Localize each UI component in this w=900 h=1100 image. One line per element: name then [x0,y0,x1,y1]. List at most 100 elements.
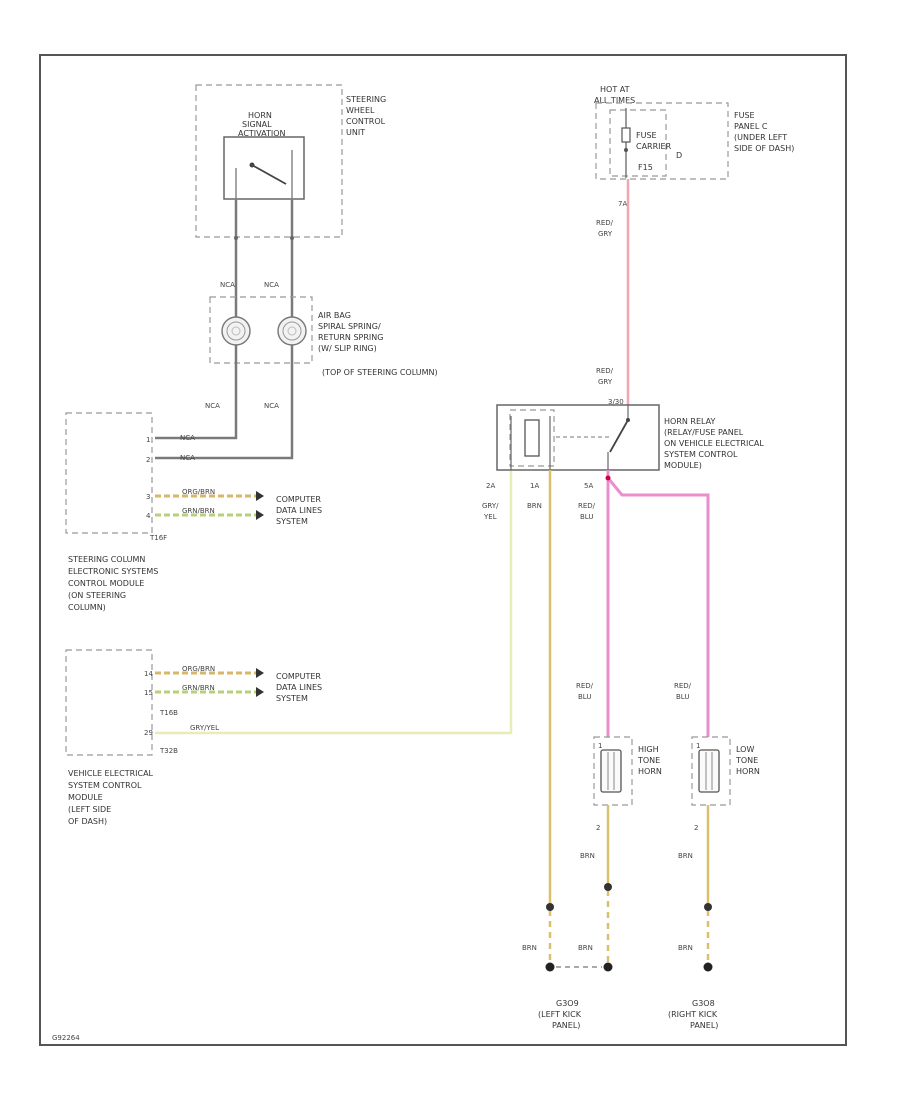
horn-switch-icon [235,150,293,200]
connector-dot [704,903,712,911]
wire-label-brn: BRN [522,944,537,952]
hot-at-all-times-label: ALL TIMES [594,96,635,105]
pin-label: 2 [596,824,600,832]
high-tone-horn-label: HIGH [638,745,659,754]
airbag-spiral-label-5: (TOP OF STEERING COLUMN) [322,368,438,377]
low-tone-horn-label: HORN [736,767,760,776]
vehicle-electrical-module-label: MODULE [68,793,103,802]
airbag-spiral-spring-box [209,296,313,364]
steering-column-module-label: COLUMN) [68,603,106,612]
vehicle-electrical-module-label: (LEFT SIDE [68,805,111,814]
wire-label-gry-yel: GRY/ [482,502,499,510]
horn-signal-label-2: SIGNAL [242,120,272,129]
wire-label-org-brn: ORG/BRN [182,665,215,673]
pin-label: 29 [144,729,153,737]
connector-label: T16B [159,709,178,717]
horn-icon [698,749,720,793]
computer-data-lines-label-1: DATA LINES [276,506,322,515]
wire-label-red-blu: BLU [676,693,689,701]
diagram-frame [39,54,847,1046]
ground-left-label: G3O9 [556,999,579,1008]
airbag-spiral-label-3: RETURN SPRING [318,333,383,342]
steering-wheel-unit-label-1: STEERING [346,95,386,104]
vehicle-electrical-module-label: OF DASH) [68,817,107,826]
steering-wheel-unit-label-3: CONTROL [346,117,386,126]
wire-label-nca: NCA [264,281,279,289]
wire-label-nca: NCA [180,434,195,442]
ground-point-icon [603,962,613,972]
wire-label-grn-brn: GRN/BRN [182,684,215,692]
wire-label-grn-brn: GRN/BRN [182,507,215,515]
wire-label-brn: BRN [580,852,595,860]
airbag-spiral-label-2: SPIRAL SPRING/ [318,322,381,331]
pin-label: 5A [584,482,593,490]
vehicle-electrical-module-box [65,649,153,756]
computer-data-lines-label-2: SYSTEM [276,694,308,703]
connector-dot [546,903,554,911]
steering-column-module-label: CONTROL MODULE [68,579,144,588]
pin-label: 2 [694,824,698,832]
high-tone-horn-label: HORN [638,767,662,776]
steering-column-module-label: STEERING COLUMN [68,555,145,564]
connector-pin-dot [234,236,238,240]
ground-right-label: G3O8 [692,999,715,1008]
connector-pin-dot [290,236,294,240]
horn-relay-label: MODULE) [664,461,702,470]
pin-label: 1 [146,436,150,444]
arrow-icon [256,668,264,678]
low-tone-horn-label: LOW [736,745,754,754]
horn-signal-switch-box [223,136,305,200]
ground-point-icon [703,962,713,972]
connector-dot [604,883,612,891]
pin-label: 2 [146,456,150,464]
horn-relay-label: SYSTEM CONTROL [664,450,738,459]
pin-label: 1 [598,742,602,750]
low-tone-horn-label: TONE [735,756,758,765]
wire-label-brn: BRN [678,852,693,860]
steering-column-module-label: ELECTRONIC SYSTEMS [68,567,158,576]
wire-label-gry-yel: GRY/YEL [190,724,219,732]
wire-label-red-blu: RED/ [674,682,692,690]
horn-signal-label-3: ACTIVATION [238,129,286,138]
wire-label-red-gry: RED/ [596,367,614,375]
steering-column-module-label: (ON STEERING [68,591,126,600]
horn-relay-label: HORN RELAY [664,417,716,426]
wire-grey-yellow [155,470,513,735]
steering-wheel-unit-label-2: WHEEL [346,106,375,115]
low-tone-horn-box [691,736,731,806]
airbag-spiral-label-1: AIR BAG [318,311,351,320]
diagram-code-label: G92264 [52,1034,80,1042]
horn-relay-label: (RELAY/FUSE PANEL [664,428,744,437]
arrow-icon [256,687,264,697]
arrow-icon [256,510,264,520]
splice-dot [605,475,611,481]
computer-data-lines-label-1: COMPUTER [276,495,321,504]
spiral-spring-left-icon [221,316,251,346]
wire-label-brn: BRN [678,944,693,952]
ground-left-label: (LEFT KICK [538,1010,582,1019]
computer-data-lines-label-1: SYSTEM [276,517,308,526]
wire-label-red-blu: RED/ [576,682,594,690]
steering-wheel-unit-label-4: UNIT [346,128,365,137]
wire-red-blue-low [606,477,710,737]
high-tone-horn-box [593,736,633,806]
fuse-panel-c-label: SIDE OF DASH) [734,144,794,153]
vehicle-electrical-module-label: VEHICLE ELECTRICAL [68,769,154,778]
ground-right-label: (RIGHT KICK [668,1010,718,1019]
arrow-icon [256,491,264,501]
connector-label: T16F [149,534,167,542]
fuse-carrier-box [609,109,667,177]
spiral-spring-right-icon [277,316,307,346]
wire-label-red-gry: RED/ [596,219,614,227]
wire-label-red-blu: BLU [580,513,593,521]
fuse-id-label: F15 [638,163,653,172]
wire-label-org-brn: ORG/BRN [182,488,215,496]
pin-label: 1A [530,482,539,490]
pin-label: 15 [144,689,153,697]
wire-label-nca: NCA [205,402,220,410]
ground-point-icon [545,962,555,972]
vehicle-electrical-module-label: SYSTEM CONTROL [68,781,142,790]
relay-coil-icon [510,416,551,470]
pin-label: 14 [144,670,153,678]
